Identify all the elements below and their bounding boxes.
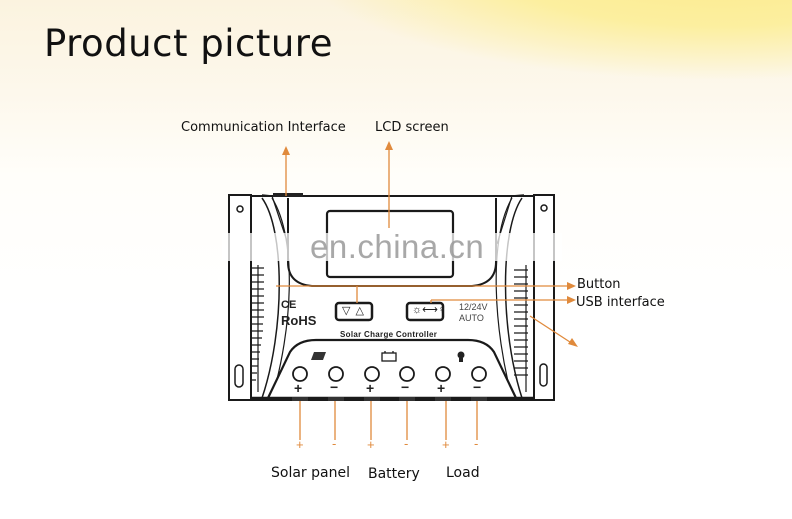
side-callout-line xyxy=(529,315,574,345)
lead-sign-battery-minus: - xyxy=(404,436,409,451)
voltage-label: 12/24V xyxy=(459,302,488,312)
lcd-arrow-icon xyxy=(385,141,393,150)
terminal-sign-battery-minus: − xyxy=(401,379,410,395)
nav-button[interactable]: ▽ △ xyxy=(342,305,365,317)
rohs-mark: RoHS xyxy=(281,313,317,328)
lcd-screen-label: LCD screen xyxy=(375,120,449,135)
solar-panel-label: Solar panel xyxy=(271,465,350,481)
terminal-hole-battery-minus xyxy=(399,366,415,382)
communication-port xyxy=(273,193,303,197)
terminal-sign-load-plus: + xyxy=(437,380,446,396)
terminal-sign-load-minus: − xyxy=(473,379,482,395)
terminal-hole-load-plus xyxy=(435,366,451,382)
terminal-sign-solar-plus: + xyxy=(294,380,303,396)
side-arrow-icon xyxy=(568,338,578,347)
button-label: Button xyxy=(577,277,621,292)
watermark-bands xyxy=(222,233,562,261)
usb-interface-label: USB interface xyxy=(576,295,665,310)
right-heatsink-curve xyxy=(504,197,523,399)
left-mount-hole xyxy=(236,205,244,213)
load-button-outline xyxy=(405,301,445,322)
left-mount-bracket xyxy=(228,194,252,401)
lead-sign-solar-minus: - xyxy=(332,436,337,451)
terminal-hole-solar-minus xyxy=(328,366,344,382)
right-mount-slot xyxy=(539,363,548,387)
light-switch-icon: ☼⟷♀ xyxy=(412,304,447,316)
lead-sign-solar-plus: + xyxy=(296,437,304,452)
terminal-hole-load-minus xyxy=(471,366,487,382)
communication-interface-label: Communication Interface xyxy=(181,120,346,135)
lead-sign-battery-plus: + xyxy=(367,437,375,452)
lead-sign-load-plus: + xyxy=(442,437,450,452)
solar-panel-icon xyxy=(311,352,326,360)
lead-sign-load-minus: - xyxy=(474,436,479,451)
load-label: Load xyxy=(446,465,480,481)
left-mount-slot xyxy=(234,364,244,388)
load-toggle-button[interactable]: ☼⟷♀ xyxy=(412,303,446,316)
nav-button-outline xyxy=(334,301,374,322)
bulb-icon xyxy=(457,351,465,362)
right-mount-hole xyxy=(540,204,548,212)
right-inner-curve xyxy=(495,197,513,399)
usb-arrow-icon xyxy=(567,296,576,304)
device-name: Solar Charge Controller xyxy=(340,330,438,339)
left-inner-curve xyxy=(271,197,290,399)
left-heatsink-curve xyxy=(261,197,280,399)
page-title: Product picture xyxy=(44,22,333,65)
watermark: en.china.cn xyxy=(310,228,485,265)
right-mount-bracket xyxy=(533,194,555,401)
mode-label: AUTO xyxy=(459,313,484,323)
terminal-strips xyxy=(292,397,487,401)
battery-label: Battery xyxy=(368,466,420,482)
terminal-hole-solar-plus xyxy=(292,366,308,382)
battery-icon xyxy=(381,352,397,362)
terminal-hood xyxy=(267,338,517,399)
terminal-sign-battery-plus: + xyxy=(366,380,375,396)
left-heatsink-fins xyxy=(250,265,264,392)
comm-arrow-icon xyxy=(282,146,290,155)
button-arrow-icon xyxy=(567,282,576,290)
top-bevel xyxy=(261,194,525,197)
ce-mark: CE xyxy=(281,299,297,311)
terminal-hole-battery-plus xyxy=(364,366,380,382)
terminal-sign-solar-minus: − xyxy=(330,379,339,395)
